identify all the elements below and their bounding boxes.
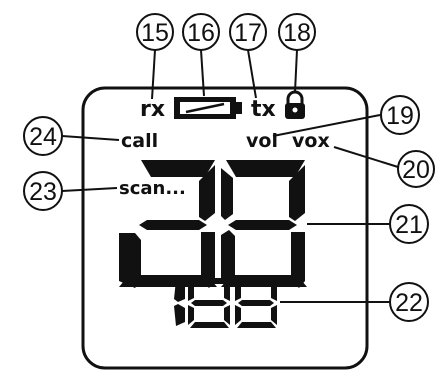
svg-text:16: 16 — [187, 19, 215, 47]
leader-19 — [272, 114, 381, 137]
channel-digits — [119, 160, 307, 288]
callout-22: 22 — [389, 282, 429, 322]
rx-indicator: rx — [140, 97, 165, 122]
battery-icon — [174, 97, 242, 119]
callout-18: 18 — [278, 13, 316, 51]
call-indicator: call — [121, 130, 158, 152]
code-digit-3 — [235, 278, 277, 328]
vox-indicator: vox — [292, 130, 330, 152]
leader-17 — [247, 49, 257, 99]
code-digit-2 — [188, 278, 230, 328]
code-digit-1 — [174, 280, 185, 326]
svg-text:20: 20 — [402, 156, 430, 184]
channel-digit-2 — [221, 160, 307, 288]
callout-19: 19 — [380, 95, 420, 135]
callout-17: 17 — [229, 13, 267, 51]
leader-16 — [200, 49, 205, 97]
leader-23 — [61, 187, 118, 192]
callout-15: 15 — [136, 13, 174, 51]
callouts: 15 16 17 18 19 20 21 22 — [23, 13, 435, 322]
svg-text:18: 18 — [283, 19, 311, 47]
lock-icon — [285, 90, 305, 119]
callout-24: 24 — [23, 116, 63, 156]
svg-text:15: 15 — [141, 19, 169, 47]
vol-indicator: vol — [246, 130, 278, 152]
code-digits — [174, 278, 277, 328]
callout-21: 21 — [389, 204, 429, 244]
lcd-frame — [81, 86, 369, 370]
svg-text:24: 24 — [29, 123, 57, 151]
scan-indicator: scan... — [119, 178, 186, 199]
leader-18 — [294, 49, 298, 93]
svg-text:22: 22 — [395, 289, 423, 317]
tx-indicator: tx — [251, 97, 276, 122]
svg-text:21: 21 — [395, 211, 423, 239]
leader-15 — [151, 49, 156, 100]
callout-leaders — [61, 49, 399, 303]
svg-text:23: 23 — [29, 178, 57, 206]
leader-20 — [333, 146, 399, 168]
callout-20: 20 — [397, 150, 435, 188]
svg-text:17: 17 — [234, 19, 262, 47]
channel-digit-1 — [119, 160, 217, 288]
callout-23: 23 — [23, 171, 63, 211]
callout-16: 16 — [182, 13, 220, 51]
leader-24 — [61, 135, 120, 141]
svg-text:19: 19 — [386, 102, 414, 130]
